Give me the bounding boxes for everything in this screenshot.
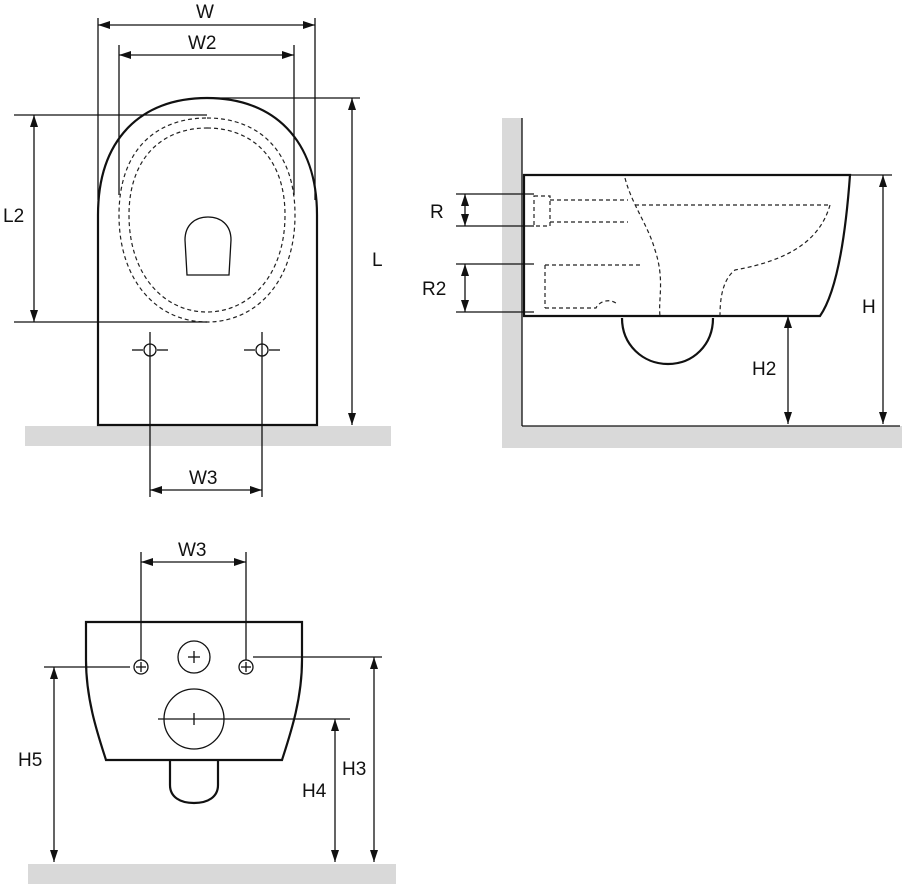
- dim-w3-top: W3: [150, 468, 262, 494]
- dim-l: L: [207, 97, 383, 425]
- dim-w3-top-label: W3: [189, 468, 218, 489]
- dim-h-label: H: [862, 297, 876, 318]
- rear-view-mount-hole-left: [133, 552, 149, 675]
- rear-view-mount-hole-right: [238, 552, 254, 675]
- dim-r2: R2: [422, 263, 534, 313]
- top-view-mount-hole-left: [132, 332, 168, 497]
- dim-h4-label: H4: [302, 781, 327, 802]
- dim-w3-bottom: W3: [141, 540, 246, 566]
- side-view-wall: [502, 118, 522, 428]
- side-view-outlet: [544, 264, 642, 309]
- rear-view-outlet: [158, 688, 230, 750]
- top-view-drain: [184, 216, 232, 276]
- top-view-inner-rim: [118, 117, 296, 323]
- dim-h: H: [850, 174, 892, 424]
- top-view-mount-hole-right: [244, 332, 280, 497]
- top-view-inner-rim-2: [128, 127, 286, 313]
- dim-r: R: [430, 193, 534, 227]
- side-view-inner-bowl: [624, 177, 662, 317]
- dim-l2: L2: [3, 114, 207, 323]
- dim-h2: H2: [752, 316, 792, 424]
- dim-r2-label: R2: [422, 279, 446, 300]
- top-view-floor: [25, 426, 391, 446]
- dim-h2-label: H2: [752, 359, 776, 380]
- rear-view-inlet: [177, 640, 211, 674]
- side-view-inlet: [533, 195, 628, 227]
- side-view-trap: [620, 317, 715, 366]
- dim-h3-label: H3: [342, 759, 366, 780]
- side-view-bowl-outline: [522, 173, 852, 318]
- dim-h5-label: H5: [18, 750, 42, 771]
- dim-w3-bottom-label: W3: [178, 540, 207, 561]
- top-view: W W2 L2 L: [3, 2, 391, 497]
- side-view-floor: [502, 426, 902, 448]
- side-view: R R2 H H2: [422, 118, 902, 448]
- dim-h3: H3: [253, 656, 382, 862]
- rear-view: W3 H5 H4 H3: [18, 540, 396, 884]
- dim-w2-label: W2: [188, 33, 217, 54]
- rear-view-floor: [28, 864, 396, 884]
- rear-view-foot: [168, 760, 220, 805]
- side-view-inner-curve: [719, 204, 831, 317]
- top-view-bowl-outline: [96, 96, 319, 427]
- rear-view-body-outline: [84, 620, 304, 762]
- dim-w2: W2: [118, 33, 295, 195]
- dim-l2-label: L2: [3, 206, 24, 227]
- dim-r-label: R: [430, 202, 444, 223]
- dim-l-label: L: [372, 250, 383, 271]
- dim-h4: H4: [230, 718, 350, 862]
- dim-w-label: W: [196, 2, 214, 23]
- dim-w: W: [97, 2, 316, 200]
- dim-h5: H5: [18, 666, 130, 862]
